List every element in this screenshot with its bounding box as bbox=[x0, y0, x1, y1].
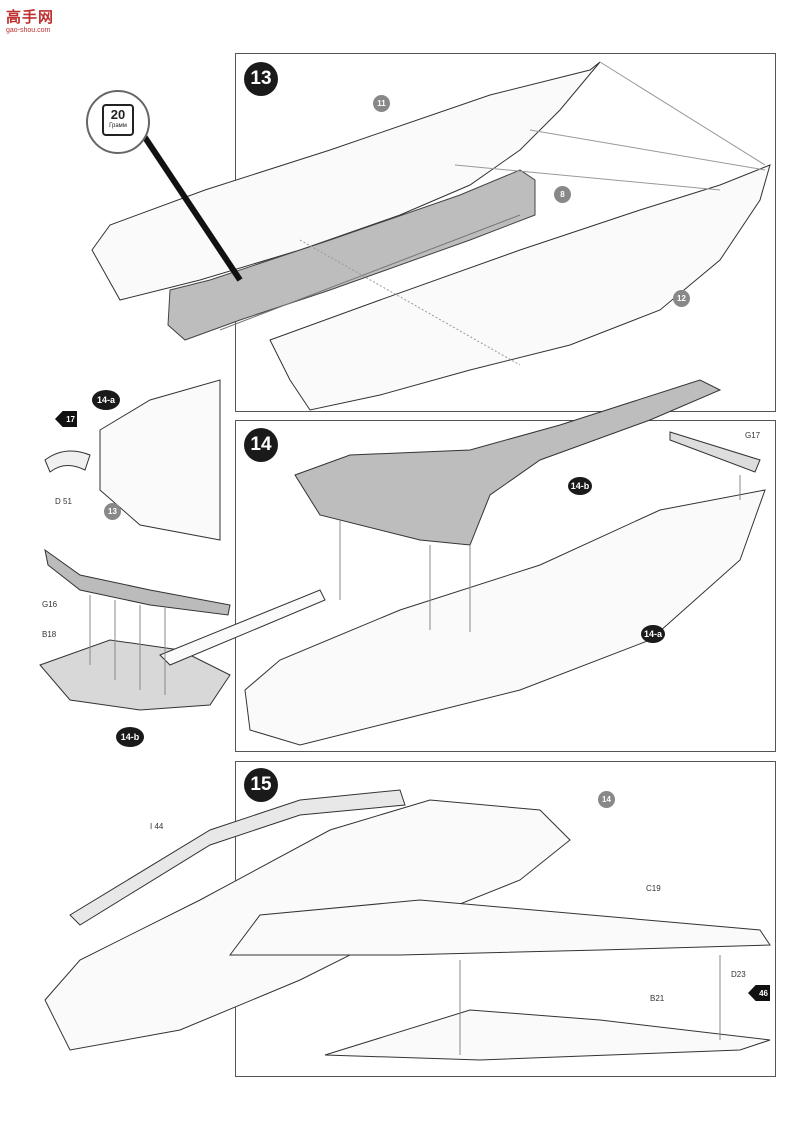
logo-title: 高手网 bbox=[6, 9, 55, 26]
label-d23: D23 bbox=[731, 970, 746, 979]
step-14-number: 14 bbox=[244, 428, 278, 462]
part-11-ref: 11 bbox=[373, 95, 390, 112]
label-i44: I 44 bbox=[150, 822, 164, 831]
subassembly-14a-callout: 14-a bbox=[92, 390, 120, 410]
part-14-ref: 14 bbox=[598, 791, 615, 808]
weight-unit: Грамм bbox=[109, 123, 127, 129]
label-b18: B18 bbox=[42, 630, 57, 639]
part-12-ref: 12 bbox=[673, 290, 690, 307]
part-g17-sketch bbox=[669, 431, 761, 473]
part-13-ref: 13 bbox=[104, 503, 121, 520]
wing-center-section bbox=[294, 379, 722, 546]
site-logo: 高手网 gao-shou.com bbox=[6, 6, 72, 42]
wing-sketch-14b bbox=[159, 589, 326, 666]
step-17-reference: 17 bbox=[55, 411, 77, 427]
label-g17: G17 bbox=[745, 431, 761, 440]
cargo-bay-insert bbox=[167, 169, 536, 341]
fuselage-assembly-14a bbox=[244, 489, 766, 746]
logo-url: gao-shou.com bbox=[6, 27, 51, 34]
wing-lower-b21 bbox=[324, 1009, 771, 1061]
label-b21: B21 bbox=[650, 994, 665, 1003]
part-i44-sketch bbox=[69, 789, 406, 926]
subassembly-14b-ref: 14-b bbox=[568, 477, 592, 495]
nose-detail-14a bbox=[99, 379, 221, 541]
part-8-ref: 8 bbox=[554, 186, 571, 203]
label-c19: C19 bbox=[646, 884, 661, 893]
weight-icon: 20 Грамм bbox=[102, 104, 134, 136]
subassembly-14b-callout: 14-b bbox=[116, 727, 144, 747]
step-46-reference: 46 bbox=[748, 985, 770, 1001]
label-g16: G16 bbox=[42, 600, 58, 609]
wing-upper-c19 bbox=[229, 899, 771, 956]
weight-badge: 20 Грамм bbox=[86, 90, 150, 154]
fuselage-lower-half bbox=[269, 164, 771, 411]
part-d51-sketch bbox=[44, 450, 91, 473]
label-d51: D 51 bbox=[55, 497, 72, 506]
part-g16-sketch bbox=[44, 548, 231, 616]
step-13-number: 13 bbox=[244, 62, 278, 96]
step-15-number: 15 bbox=[244, 768, 278, 802]
subassembly-14a-ref: 14-a bbox=[641, 625, 665, 643]
weight-value: 20 bbox=[110, 107, 126, 122]
